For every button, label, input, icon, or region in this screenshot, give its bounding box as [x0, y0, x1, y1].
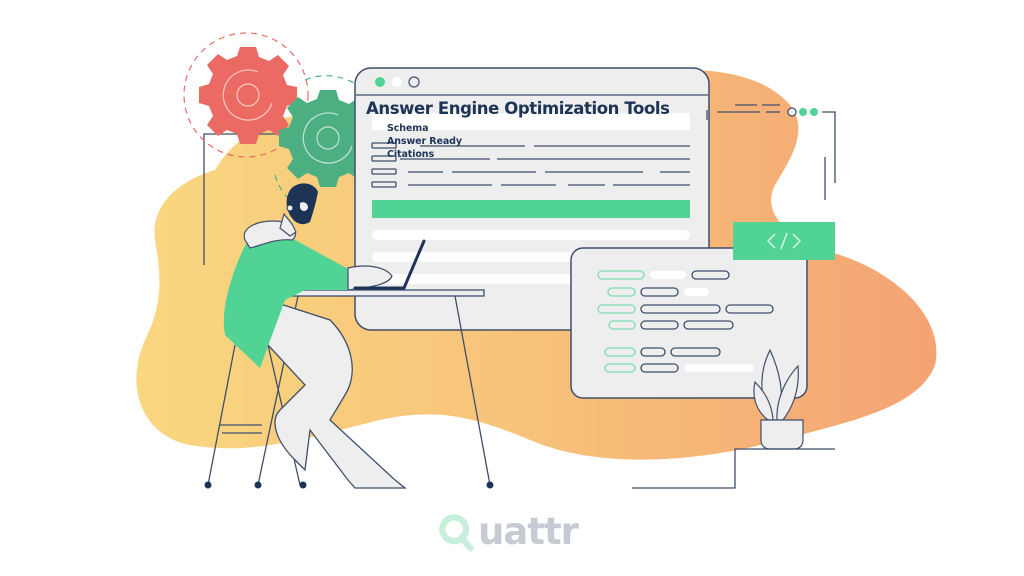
highlight-bar	[372, 200, 690, 218]
laptop-icon	[353, 239, 426, 290]
subtitle-item-schema: Schema	[387, 123, 429, 134]
subtitle-item-citations: Citations	[387, 149, 435, 160]
window-dot-white	[392, 77, 402, 87]
code-panel	[570, 247, 808, 399]
logo-text: uattr	[478, 510, 579, 553]
floor-step-line	[632, 448, 835, 489]
door-outline	[203, 133, 290, 265]
illustration-title: Answer Engine Optimization Tools	[366, 99, 670, 118]
decorative-lines-top-right	[706, 104, 836, 200]
subtitle-item-answer-ready: Answer Ready	[387, 136, 462, 147]
logo-q-magnifier-icon	[439, 514, 474, 552]
code-brackets-icon	[767, 232, 801, 250]
window-dot-outline	[408, 76, 420, 88]
plant-icon	[753, 348, 804, 450]
deco-dot-green-2	[810, 108, 818, 116]
red-gear-icon	[199, 47, 297, 144]
man-at-desk	[223, 183, 426, 489]
deco-dot-green-1	[799, 108, 807, 116]
green-gear-icon	[279, 90, 377, 187]
quattr-logo: uattr	[436, 504, 579, 553]
hoodie	[223, 233, 350, 368]
code-badge	[733, 222, 835, 260]
red-gear-dashed-orbit	[183, 32, 309, 158]
window-dot-green	[375, 77, 385, 87]
